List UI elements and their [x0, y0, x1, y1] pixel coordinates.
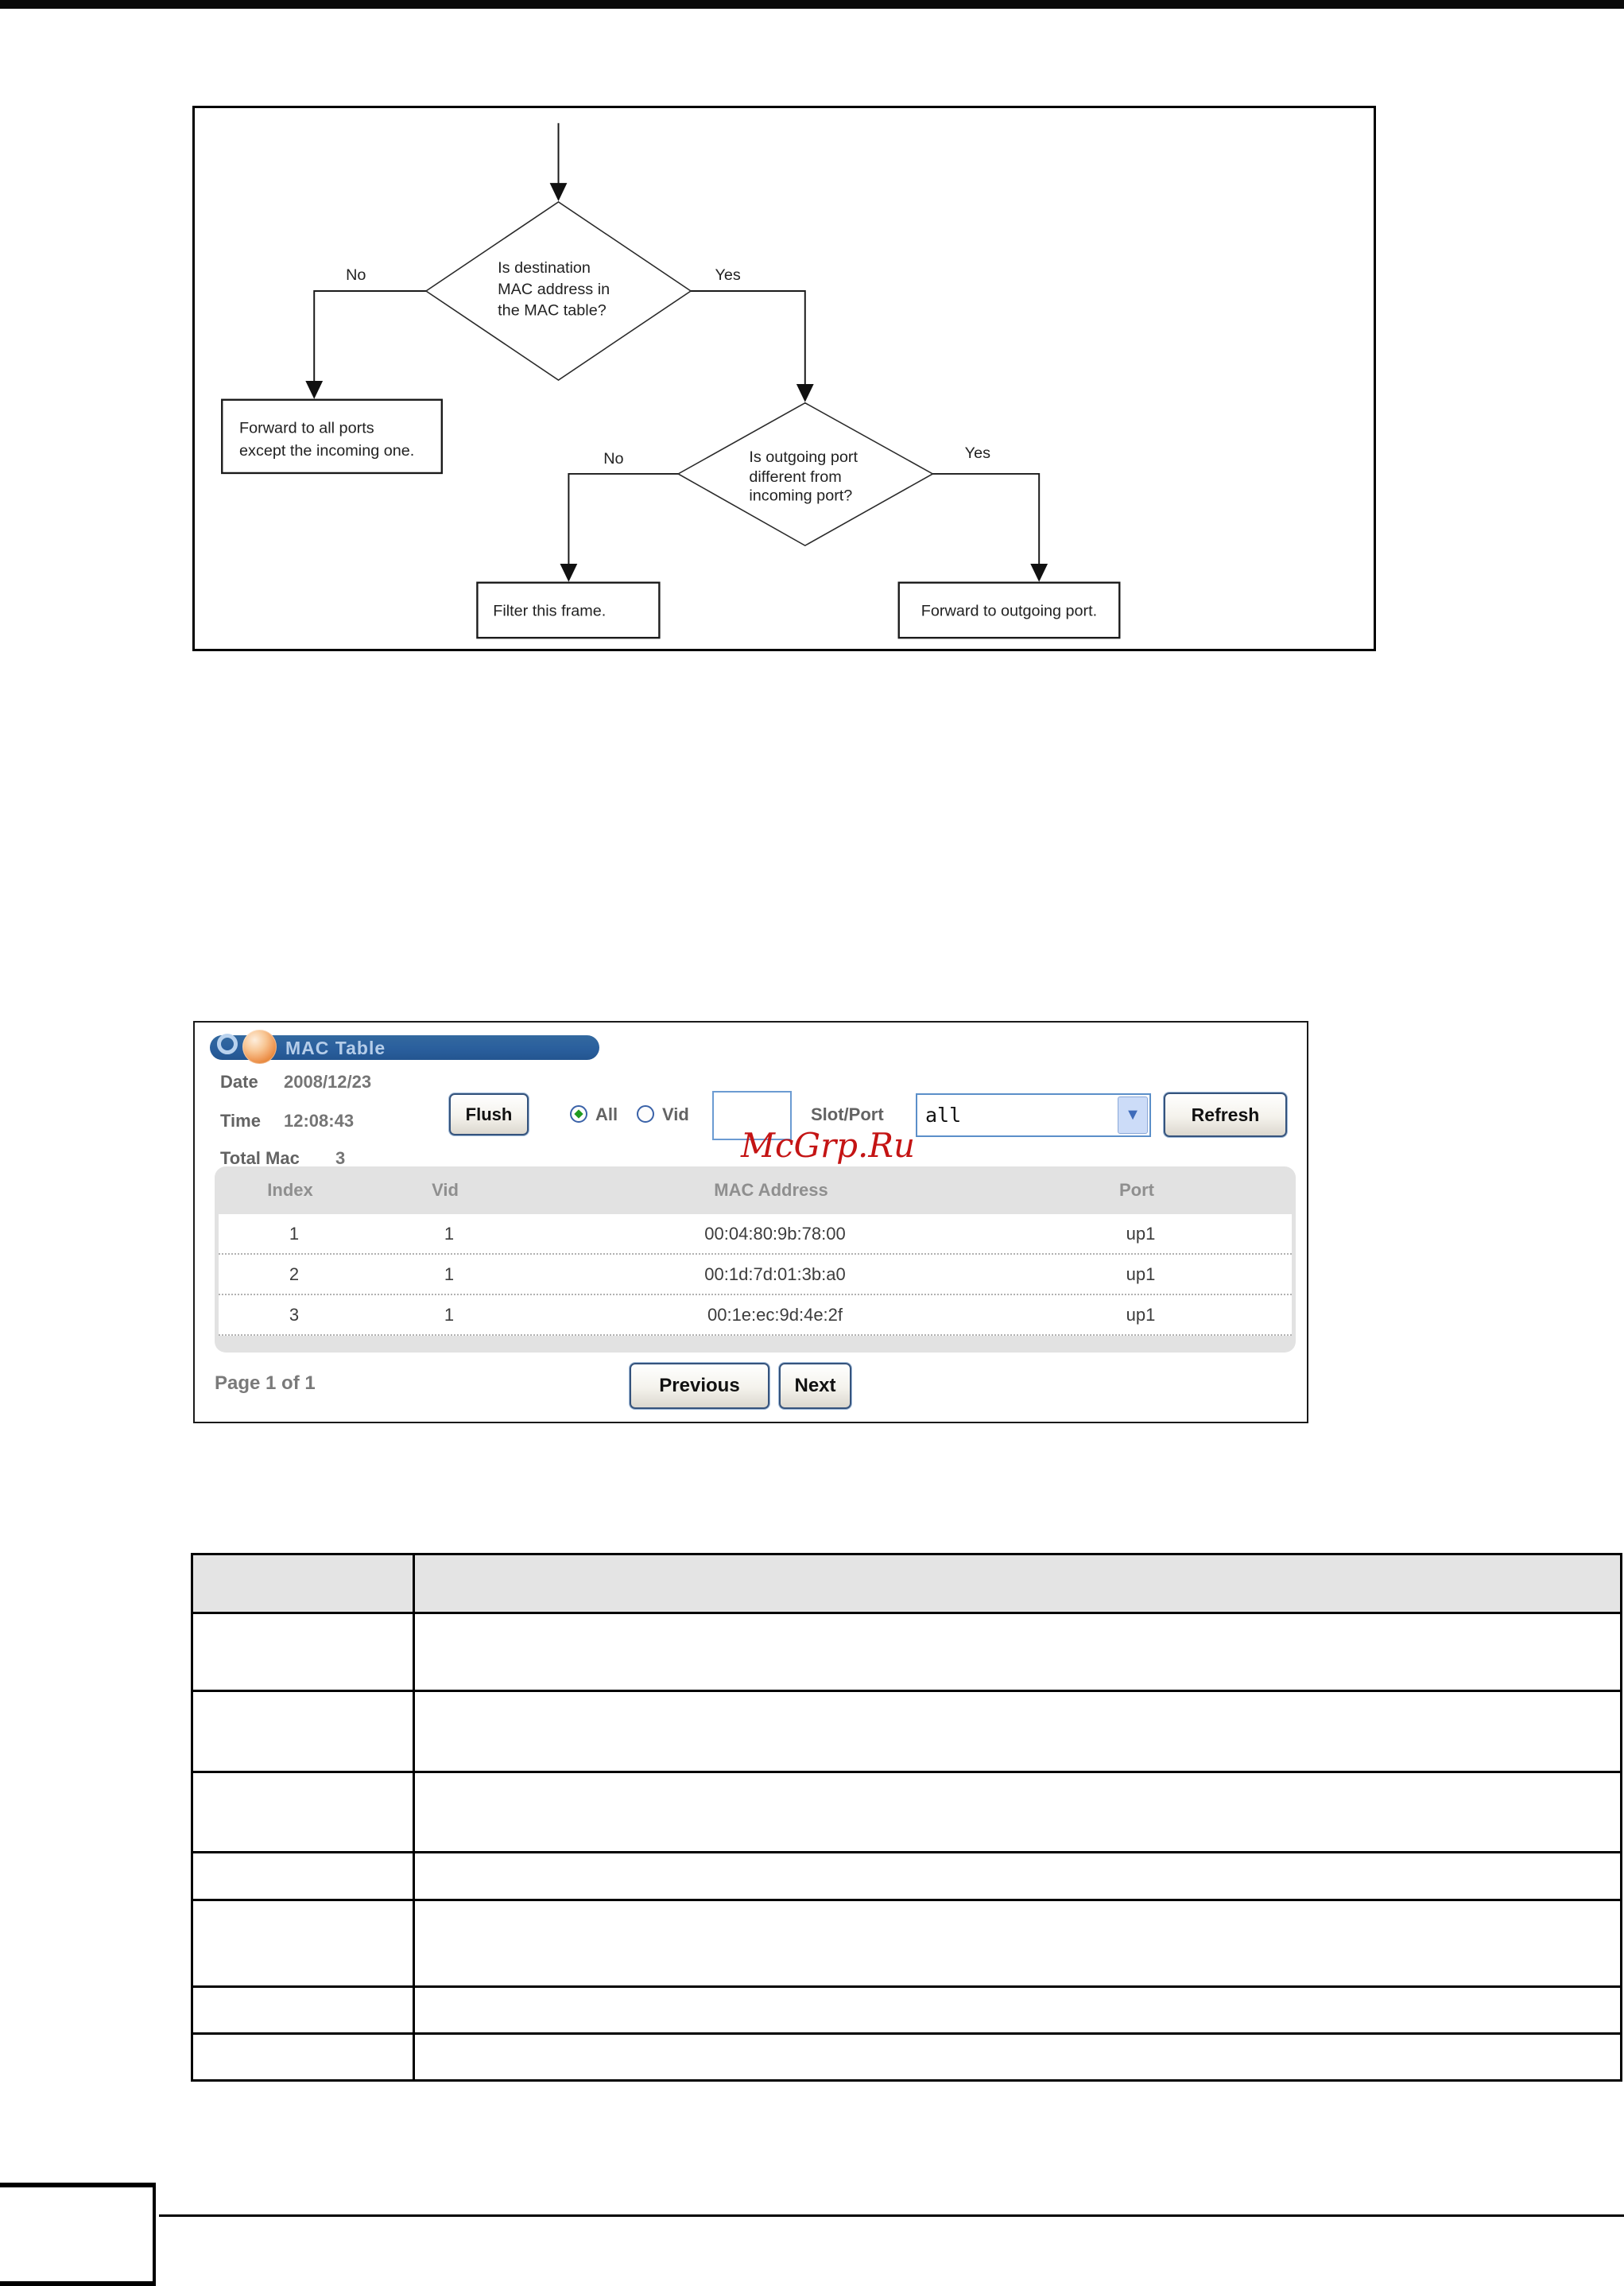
cell-vid: 1 — [444, 1304, 455, 1325]
total-mac-value: 3 — [335, 1148, 346, 1168]
spec-row — [191, 1771, 1622, 1853]
flowchart-figure: Is destination MAC address in the MAC ta… — [192, 106, 1376, 651]
spec-row — [191, 2032, 1622, 2082]
col-header-mac: MAC Address — [714, 1180, 828, 1200]
branch-no-label: No — [603, 450, 623, 468]
no-branch-line — [568, 472, 679, 565]
mac-table-screenshot: MAC Table Date 2008/12/23 Time 12:08:43 … — [193, 1021, 1308, 1423]
branch-no-label: No — [346, 266, 366, 284]
cell-port: up1 — [1126, 1223, 1156, 1244]
cell-mac: 00:1e:ec:9d:4e:2f — [707, 1304, 843, 1325]
table-body: 1 1 00:04:80:9b:78:00 up1 2 1 00:1d:7d:0… — [219, 1214, 1292, 1336]
table-header-row: Index Vid MAC Address Port — [215, 1166, 1296, 1214]
cell-mac: 00:04:80:9b:78:00 — [704, 1223, 846, 1244]
slot-port-select[interactable]: all ▼ — [916, 1093, 1151, 1137]
time-value: 12:08:43 — [284, 1111, 355, 1131]
total-mac-label: Total Mac — [220, 1148, 300, 1168]
spec-row — [191, 1612, 1622, 1692]
col-header-port: Port — [1119, 1180, 1154, 1200]
yes-branch-line — [932, 472, 1041, 565]
process-forward-outgoing — [897, 581, 1121, 639]
no-branch-line — [313, 289, 426, 382]
arrow-down-icon — [549, 183, 568, 201]
spec-row — [191, 1690, 1622, 1773]
date-label: Date — [220, 1072, 258, 1092]
time-label: Time — [220, 1111, 261, 1131]
radio-all[interactable] — [570, 1105, 587, 1123]
page-number-box — [0, 2183, 156, 2286]
cell-index: 2 — [289, 1263, 300, 1284]
yes-branch-line — [691, 289, 806, 386]
refresh-button[interactable]: Refresh — [1164, 1093, 1287, 1137]
previous-button[interactable]: Previous — [630, 1363, 769, 1409]
forward-all-line2: except the incoming one. — [239, 442, 414, 460]
vid-input[interactable] — [712, 1091, 792, 1140]
spec-row — [191, 1985, 1622, 2035]
col-header-index: Index — [267, 1180, 313, 1200]
table-row: 3 1 00:1e:ec:9d:4e:2f up1 — [219, 1295, 1292, 1336]
table-row: 1 1 00:04:80:9b:78:00 up1 — [219, 1214, 1292, 1255]
date-value: 2008/12/23 — [284, 1072, 372, 1092]
decision2-line3: incoming port? — [749, 487, 852, 505]
radio-all-label: All — [595, 1104, 618, 1124]
forward-all-line1: Forward to all ports — [239, 419, 374, 437]
table-row: 2 1 00:1d:7d:01:3b:a0 up1 — [219, 1255, 1292, 1295]
spec-row — [191, 1851, 1622, 1901]
slot-port-label: Slot/Port — [811, 1104, 884, 1124]
cell-vid: 1 — [444, 1223, 455, 1244]
orange-orb-icon — [242, 1030, 277, 1064]
arrow-down-icon — [305, 380, 324, 399]
branch-yes-label: Yes — [715, 266, 740, 284]
decision2-line2: different from — [749, 468, 841, 486]
spec-table — [191, 1553, 1622, 2082]
watermark-text: McGrp.Ru — [741, 1126, 916, 1165]
decision-outgoing-port — [676, 402, 934, 547]
decision1-line2: MAC address in — [498, 281, 610, 298]
cell-mac: 00:1d:7d:01:3b:a0 — [704, 1263, 846, 1284]
next-button[interactable]: Next — [779, 1363, 851, 1409]
title-cap-ring-icon — [217, 1034, 238, 1054]
page-top-rule — [0, 0, 1624, 9]
process-forward-all-ports — [221, 398, 443, 475]
mac-address-table: Index Vid MAC Address Port 1 1 00:04:80:… — [215, 1166, 1296, 1353]
spec-header-cell — [191, 1553, 415, 1614]
flowchart-canvas: Is destination MAC address in the MAC ta… — [221, 122, 1121, 639]
spec-header-row — [191, 1553, 1622, 1614]
decision2-line1: Is outgoing port — [749, 448, 858, 466]
page-title: MAC Table — [285, 1038, 386, 1058]
slot-port-value: all — [925, 1104, 962, 1127]
radio-vid[interactable] — [637, 1105, 654, 1123]
arrow-down-icon — [1030, 563, 1048, 582]
cell-index: 3 — [289, 1304, 300, 1325]
filter-frame-label: Filter this frame. — [493, 602, 606, 619]
chevron-down-icon[interactable]: ▼ — [1118, 1096, 1148, 1134]
col-header-vid: Vid — [432, 1180, 459, 1200]
flush-button[interactable]: Flush — [449, 1093, 529, 1135]
cell-port: up1 — [1126, 1263, 1156, 1284]
forward-outgoing-label: Forward to outgoing port. — [921, 602, 1097, 619]
cell-vid: 1 — [444, 1263, 455, 1284]
branch-yes-label: Yes — [965, 444, 990, 462]
arrow-down-icon — [560, 563, 578, 582]
radio-vid-label: Vid — [662, 1104, 689, 1124]
cell-index: 1 — [289, 1223, 300, 1244]
radio-selected-icon — [574, 1109, 583, 1119]
cell-port: up1 — [1126, 1304, 1156, 1325]
arrow-down-icon — [796, 383, 814, 402]
decision1-line1: Is destination — [498, 259, 591, 277]
footer-rule — [159, 2214, 1624, 2217]
process-filter-frame — [476, 581, 661, 639]
decision1-line3: the MAC table? — [498, 302, 607, 320]
decision-mac-in-table — [424, 201, 692, 381]
spec-row — [191, 1899, 1622, 1988]
pagination-text: Page 1 of 1 — [215, 1372, 316, 1394]
spec-header-cell — [413, 1553, 1622, 1614]
